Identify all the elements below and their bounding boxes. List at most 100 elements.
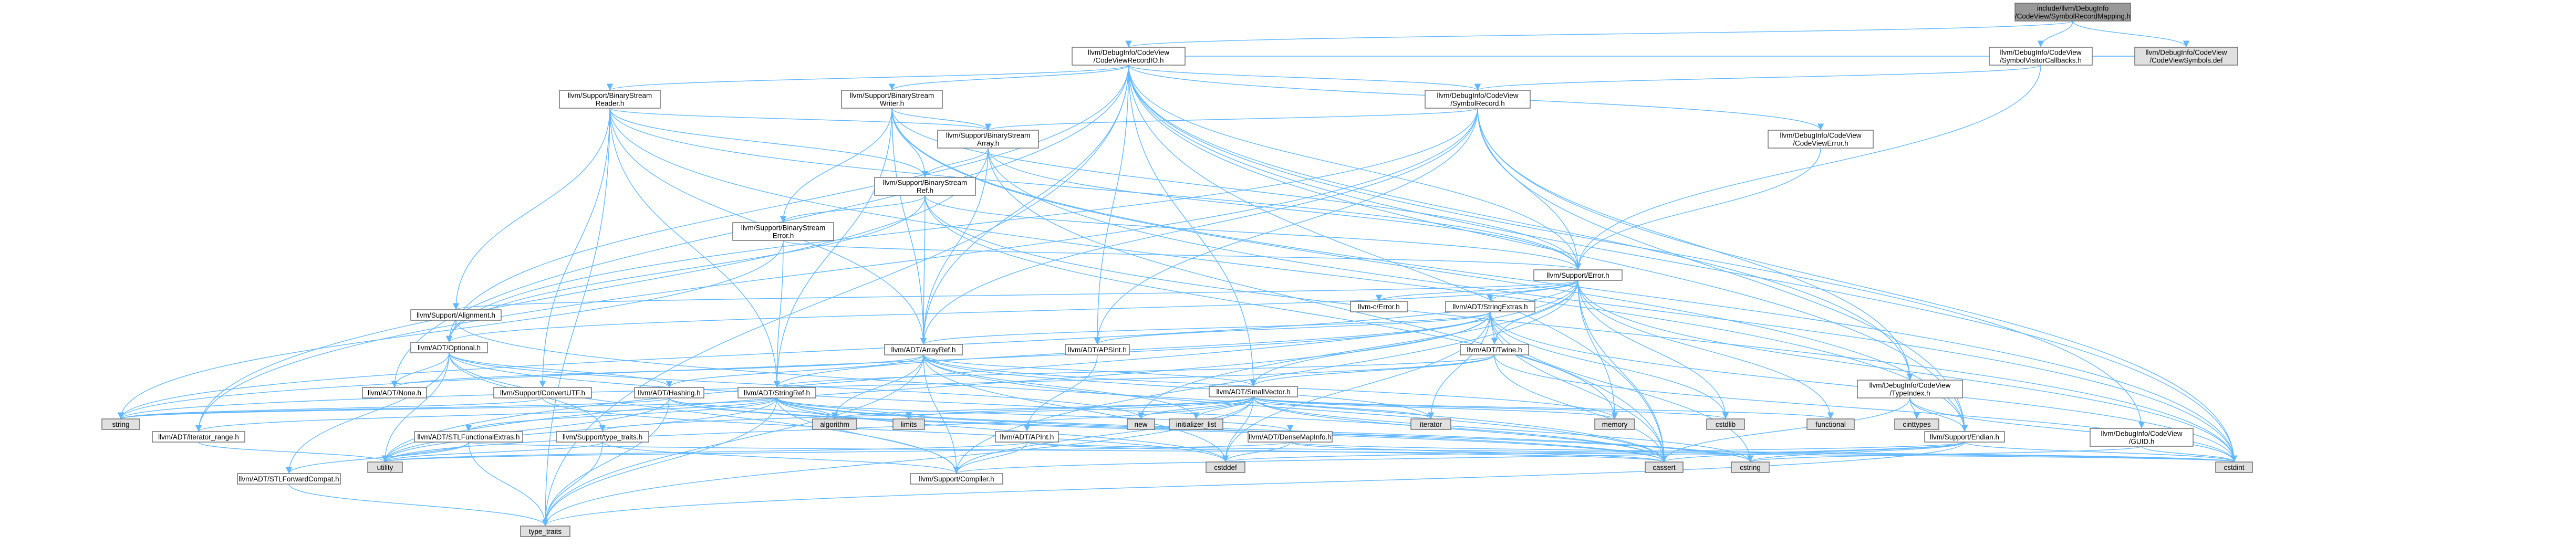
node-label: llvm/DebugInfo/CodeView bbox=[1780, 132, 1861, 140]
node-box bbox=[892, 418, 925, 430]
node-label: llvm/ADT/ArrayRef.h bbox=[891, 346, 955, 354]
edge-apint-to-cassert bbox=[1026, 442, 1667, 463]
node-label: llvm/ADT/Twine.h bbox=[1467, 346, 1522, 354]
node-box bbox=[1209, 386, 1298, 397]
edge-alignment-to-cassert bbox=[455, 320, 1668, 463]
node-label: /SymbolRecord.h bbox=[1450, 100, 1505, 108]
node-twine[interactable]: llvm/ADT/Twine.h bbox=[1460, 344, 1529, 355]
node-apint[interactable]: llvm/ADT/APInt.h bbox=[995, 431, 1059, 443]
node-cerror[interactable]: llvm-c/Error.h bbox=[1350, 301, 1408, 312]
edge-line bbox=[891, 108, 1582, 270]
edge-line bbox=[542, 65, 1129, 527]
node-box bbox=[812, 418, 857, 430]
node-apsint[interactable]: llvm/ADT/APSInt.h bbox=[1065, 344, 1130, 355]
node-label: utility bbox=[377, 464, 393, 471]
node-cverror[interactable]: llvm/DebugInfo/CodeView/CodeViewError.h bbox=[1768, 130, 1874, 149]
edge-stringref-to-string bbox=[118, 397, 777, 419]
node-box bbox=[493, 387, 592, 398]
node-box bbox=[874, 177, 976, 196]
edge-svcallbacks-to-error bbox=[1574, 65, 2041, 270]
node-guid[interactable]: llvm/DebugInfo/CodeView/GUID.h bbox=[2090, 428, 2194, 447]
edge-stringref-to-limits bbox=[776, 397, 912, 419]
node-box bbox=[556, 431, 649, 443]
node-label: Error.h bbox=[773, 232, 794, 240]
edge-line bbox=[285, 442, 469, 474]
node-label: llvm/DebugInfo/CodeView bbox=[2101, 430, 2182, 438]
edge-line bbox=[1023, 354, 1098, 432]
edge-bsref-to-bserror bbox=[780, 195, 926, 223]
node-label: llvm/ADT/None.h bbox=[368, 389, 421, 397]
edge-line bbox=[445, 320, 456, 343]
node-box bbox=[1706, 418, 1745, 430]
edge-guid-to-cstdint bbox=[2141, 446, 2238, 463]
edge-smallvector-to-iterator bbox=[1253, 396, 1435, 419]
edge-error-to-new bbox=[1137, 280, 1578, 419]
node-box bbox=[1445, 301, 1535, 312]
edge-line bbox=[118, 397, 670, 419]
node-symbolrecord[interactable]: llvm/DebugInfo/CodeView/SymbolRecord.h bbox=[1425, 90, 1531, 109]
node-iteratorrange[interactable]: llvm/ADT/iterator_range.h bbox=[152, 431, 245, 443]
node-compiler[interactable]: llvm/Support/Compiler.h bbox=[910, 473, 1003, 485]
node-box bbox=[937, 130, 1039, 149]
node-cvrecordio[interactable]: llvm/DebugInfo/CodeView/CodeViewRecordIO… bbox=[1072, 47, 1186, 66]
edge-line bbox=[453, 280, 1578, 310]
edge-line bbox=[888, 65, 1129, 91]
edge-smallvector-to-compiler bbox=[953, 396, 1254, 474]
node-convertutf[interactable]: llvm/Support/ConvertUTF.h bbox=[493, 387, 592, 398]
edge-twine-to-smallvector bbox=[1250, 354, 1495, 387]
node-none[interactable]: llvm/ADT/None.h bbox=[362, 387, 427, 398]
node-stringextras[interactable]: llvm/ADT/StringExtras.h bbox=[1445, 301, 1535, 312]
edge-line bbox=[1747, 442, 1965, 463]
node-cvsymbolsdef[interactable]: llvm/DebugInfo/CodeView/CodeViewSymbols.… bbox=[2134, 47, 2238, 66]
edge-bsarray-to-cassert bbox=[988, 148, 1668, 463]
node-typetraitsh[interactable]: llvm/Support/type_traits.h bbox=[556, 431, 649, 443]
node-typeindex[interactable]: llvm/DebugInfo/CodeView/TypeIndex.h bbox=[1857, 380, 1963, 398]
node-svcallbacks[interactable]: llvm/DebugInfo/CodeView/SymbolVisitorCal… bbox=[1989, 47, 2093, 66]
edge-line bbox=[391, 354, 924, 388]
edge-bserror-to-error bbox=[783, 240, 1581, 270]
node-label: type_traits bbox=[529, 528, 562, 536]
edge-line bbox=[988, 148, 1582, 270]
edge-line bbox=[891, 108, 992, 131]
node-densemapinfo[interactable]: llvm/ADT/DenseMapInfo.h bbox=[1248, 431, 1333, 443]
edge-line bbox=[1128, 65, 2145, 429]
node-label: llvm/DebugInfo/CodeView bbox=[2000, 49, 2081, 57]
node-error[interactable]: llvm/Support/Error.h bbox=[1533, 269, 1623, 281]
node-optional[interactable]: llvm/ADT/Optional.h bbox=[410, 342, 488, 353]
edge-line bbox=[285, 352, 450, 474]
node-label: cstdlib bbox=[1716, 421, 1736, 428]
node-box bbox=[1594, 418, 1635, 430]
edge-line bbox=[445, 65, 1129, 343]
edge-line bbox=[1128, 65, 1481, 91]
node-label: cstring bbox=[1740, 464, 1761, 471]
edge-densemapinfo-to-cassert bbox=[1290, 442, 1667, 463]
node-smallvector[interactable]: llvm/ADT/SmallVector.h bbox=[1209, 386, 1298, 397]
node-stlforwardcompat[interactable]: llvm/ADT/STLForwardCompat.h bbox=[237, 473, 341, 485]
node-stlfunctionalextras[interactable]: llvm/ADT/STLFunctionalExtras.h bbox=[414, 431, 523, 443]
node-box bbox=[1425, 90, 1531, 109]
node-label: cstddef bbox=[1214, 464, 1237, 471]
node-arrayref[interactable]: llvm/ADT/ArrayRef.h bbox=[884, 344, 963, 355]
node-hashing[interactable]: llvm/ADT/Hashing.h bbox=[634, 387, 704, 398]
dependency-edges bbox=[117, 20, 2238, 527]
edge-line bbox=[832, 396, 1254, 419]
node-label: llvm/Support/Compiler.h bbox=[919, 475, 994, 483]
node-root[interactable]: include/llvm/DebugInfo/CodeView/SymbolRe… bbox=[2014, 3, 2131, 22]
node-label: llvm/ADT/APInt.h bbox=[1000, 433, 1054, 441]
edge-smallvector-to-functional bbox=[1253, 396, 1834, 419]
edge-symbolrecord-to-optional bbox=[445, 108, 1478, 343]
edge-smallvector-to-algorithm bbox=[832, 396, 1254, 419]
node-stringref[interactable]: llvm/ADT/StringRef.h bbox=[738, 387, 816, 398]
edge-smallvector-to-memory bbox=[1253, 396, 1618, 419]
edge-line bbox=[1577, 280, 1668, 463]
edge-bswriter-to-endian bbox=[891, 108, 1968, 432]
node-endian[interactable]: llvm/Support/Endian.h bbox=[1924, 431, 2005, 443]
node-new: new bbox=[1127, 418, 1155, 430]
node-alignment[interactable]: llvm/Support/Alignment.h bbox=[410, 309, 502, 321]
